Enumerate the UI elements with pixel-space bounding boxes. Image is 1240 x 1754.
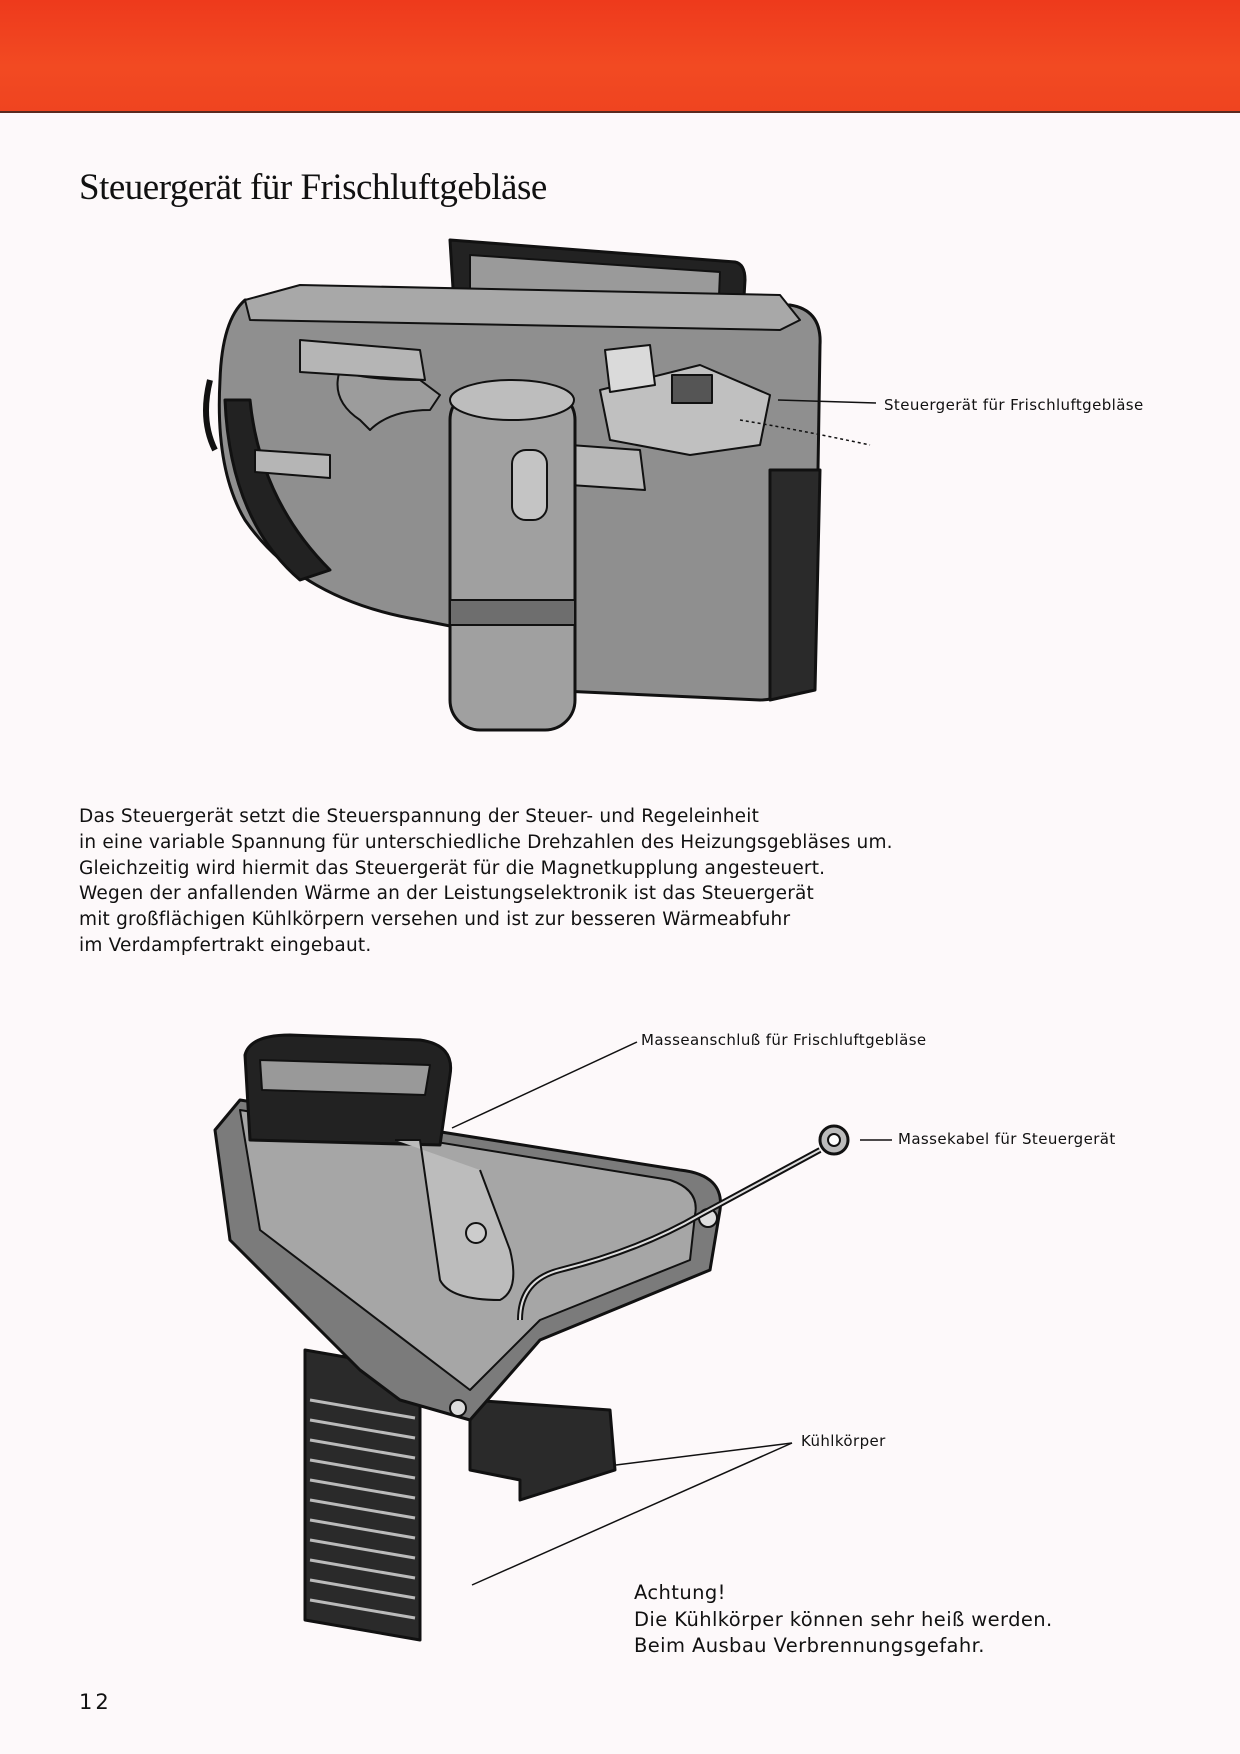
warning-note: Achtung! Die Kühlkörper können sehr heiß… — [634, 1580, 1053, 1660]
header-color-band — [0, 0, 1240, 113]
label-control-unit: Steuergerät für Frischluftgebläse — [884, 396, 1144, 414]
leader-ground-connection — [451, 1041, 638, 1129]
label-ground-connection: Masseanschluß für Frischluftgebläse — [641, 1031, 927, 1049]
leader-control-unit — [777, 399, 877, 404]
label-heat-sink: Kühlkörper — [801, 1432, 886, 1450]
paragraph-line: Wegen der anfallenden Wärme an der Leist… — [79, 883, 814, 905]
figure-blower-housing — [203, 238, 877, 732]
page-number: 12 — [79, 1690, 112, 1714]
pipe — [336, 369, 441, 431]
page-title: Steuergerät für Frischluftgebläse — [79, 167, 547, 208]
warning-line: Die Kühlkörper können sehr heiß werden. — [634, 1607, 1053, 1631]
fitting-left — [254, 449, 331, 479]
housing-top — [244, 284, 801, 331]
housing-right-duct — [768, 468, 822, 702]
paragraph-line: Das Steuergerät setzt die Steuerspannung… — [79, 806, 760, 827]
fitting-top — [299, 339, 426, 381]
body-paragraph: Das Steuergerät setzt die Steuerspannung… — [79, 804, 893, 959]
warning-heading: Achtung! — [634, 1581, 726, 1604]
paragraph-line: mit großflächigen Kühlkörpern versehen u… — [79, 909, 791, 931]
heat-sink-right — [468, 1398, 617, 1502]
leader-heat-sink-2 — [471, 1442, 793, 1586]
leader-heat-sink-1 — [615, 1442, 793, 1466]
warning-line: Beim Ausbau Verbrennungsgefahr. — [634, 1634, 985, 1657]
paragraph-line: im Verdampfertrakt eingebaut. — [79, 934, 372, 956]
paragraph-line: in eine variable Spannung für unterschie… — [79, 831, 893, 853]
label-ground-cable: Massekabel für Steuergerät — [898, 1130, 1116, 1148]
paragraph-line: Gleichzeitig wird hiermit das Steuergerä… — [79, 857, 826, 879]
